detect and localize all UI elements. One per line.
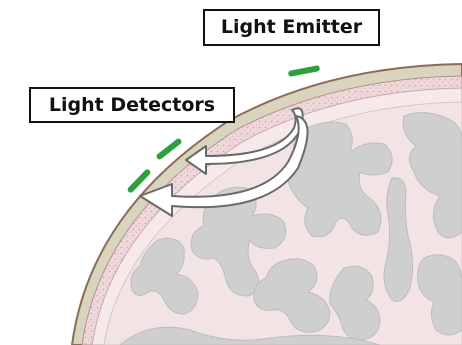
light-emitter-optode-icon <box>288 65 321 77</box>
light-emitter-label: Light Emitter <box>203 9 380 46</box>
light-detectors-label: Light Detectors <box>29 87 235 123</box>
